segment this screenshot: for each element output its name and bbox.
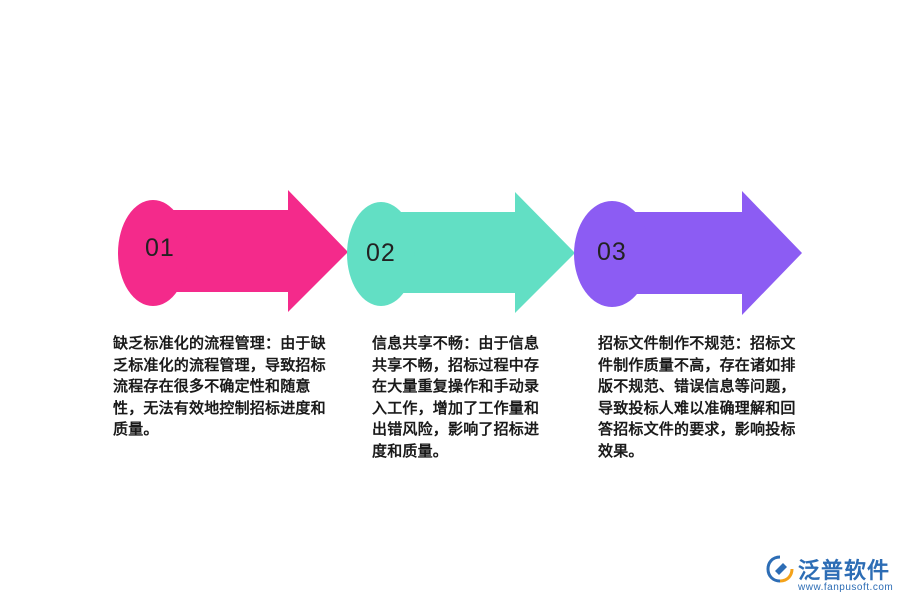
step-3-arrow — [574, 191, 802, 315]
step-3-number: 03 — [597, 238, 627, 266]
step-2-description: 信息共享不畅：由于信息共享不畅，招标过程中存在大量重复操作和手动录入工作，增加了… — [372, 334, 540, 460]
step-3-description: 招标文件制作不规范：招标文件制作质量不高，存在诸如排版不规范、错误信息等问题，导… — [598, 334, 796, 460]
step-1-circle — [118, 200, 188, 306]
step-2-arrow-shape — [380, 192, 575, 313]
logo-url: www.fanpusoft.com — [798, 582, 894, 593]
step-2-number: 02 — [366, 239, 396, 267]
step-1-description: 缺乏标准化的流程管理：由于缺乏标准化的流程管理，导致招标流程存在很多不确定性和随… — [113, 334, 326, 438]
step-3-arrow-shape — [612, 191, 802, 315]
step-2-circle — [347, 202, 415, 306]
fanpu-logo: 泛普软件 www.fanpusoft.com — [766, 553, 896, 599]
step-1-number: 01 — [145, 234, 175, 262]
logo-icon — [766, 555, 794, 583]
logo-name: 泛普软件 — [798, 559, 891, 584]
step-1-arrow-shape — [150, 190, 348, 312]
step-3-circle — [574, 201, 650, 307]
step-2-arrow — [347, 192, 575, 313]
step-1-arrow — [118, 190, 348, 312]
